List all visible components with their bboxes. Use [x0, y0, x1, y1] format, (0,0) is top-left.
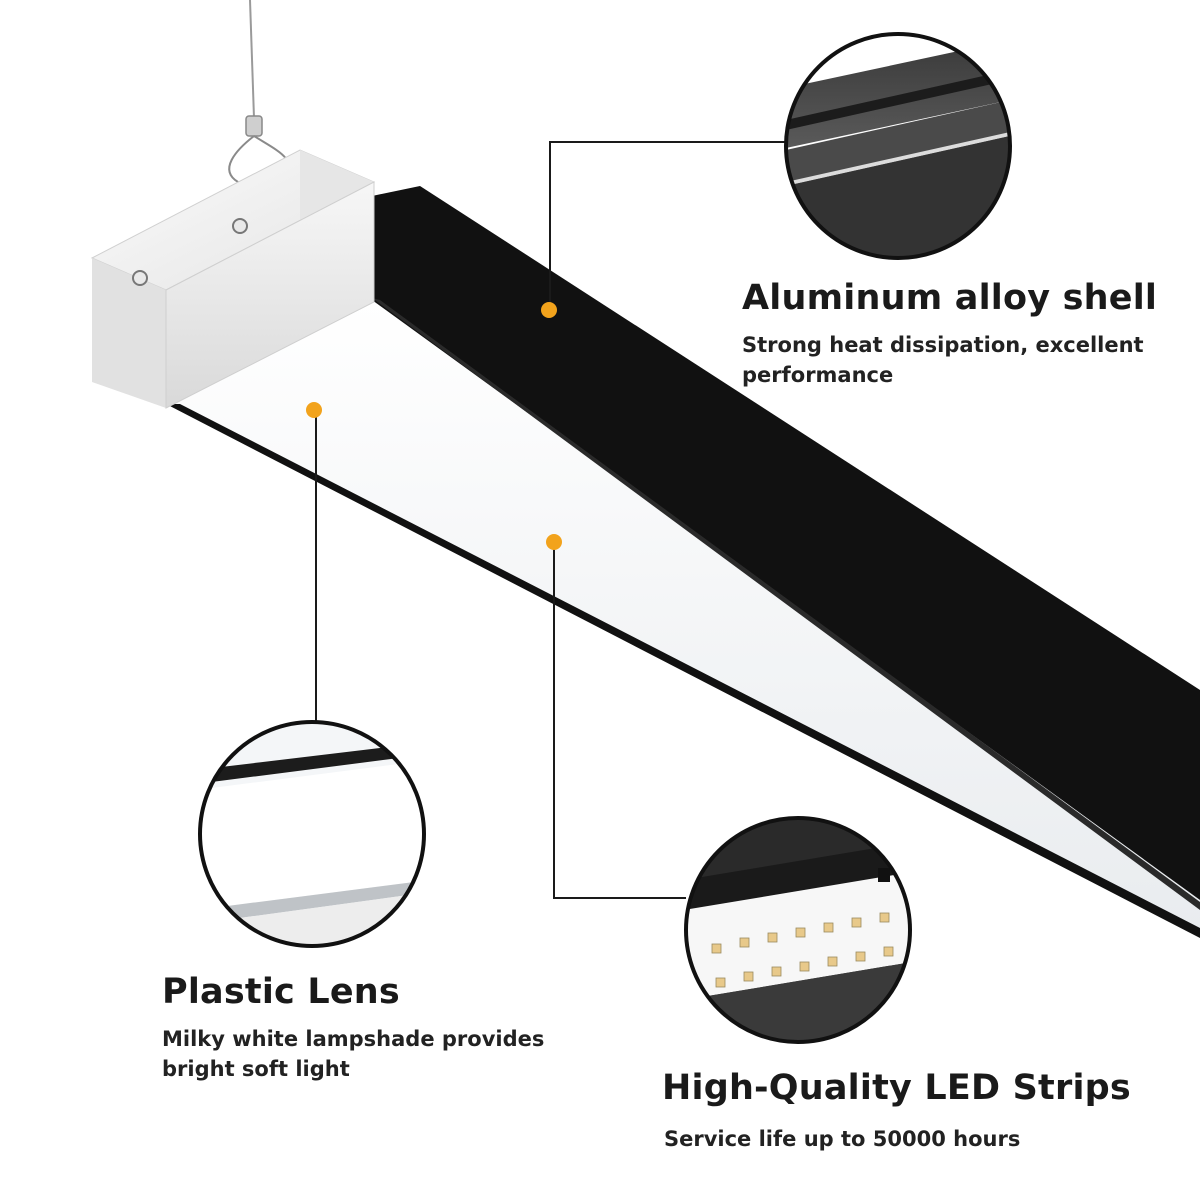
lens-strip — [166, 300, 1200, 930]
hanging-wire — [228, 0, 290, 183]
end-cap — [90, 149, 376, 409]
housing-highlight — [372, 298, 1200, 910]
lens-edge — [166, 404, 1200, 938]
aluminum-profile-closeup-icon — [784, 32, 1012, 260]
lens-feature-description: Milky white lampshade provides bright so… — [162, 1027, 545, 1081]
shell-callout-dot — [541, 302, 557, 318]
led-strip-closeup-icon — [684, 816, 912, 1044]
shell-feature-title: Aluminum alloy shell — [742, 278, 1158, 318]
lens-feature-title: Plastic Lens — [162, 972, 400, 1012]
led-feature-title: High-Quality LED Strips — [662, 1068, 1131, 1108]
milky-lens-closeup-icon — [198, 720, 426, 948]
aluminum-housing — [372, 186, 1200, 900]
callout-dots — [306, 302, 562, 550]
lens-callout-dot — [306, 402, 322, 418]
shell-feature-description: Strong heat dissipation, excellent perfo… — [742, 333, 1144, 387]
callout-lines — [315, 141, 786, 899]
led-callout-dot — [546, 534, 562, 550]
led-feature-description: Service life up to 50000 hours — [664, 1127, 1021, 1151]
